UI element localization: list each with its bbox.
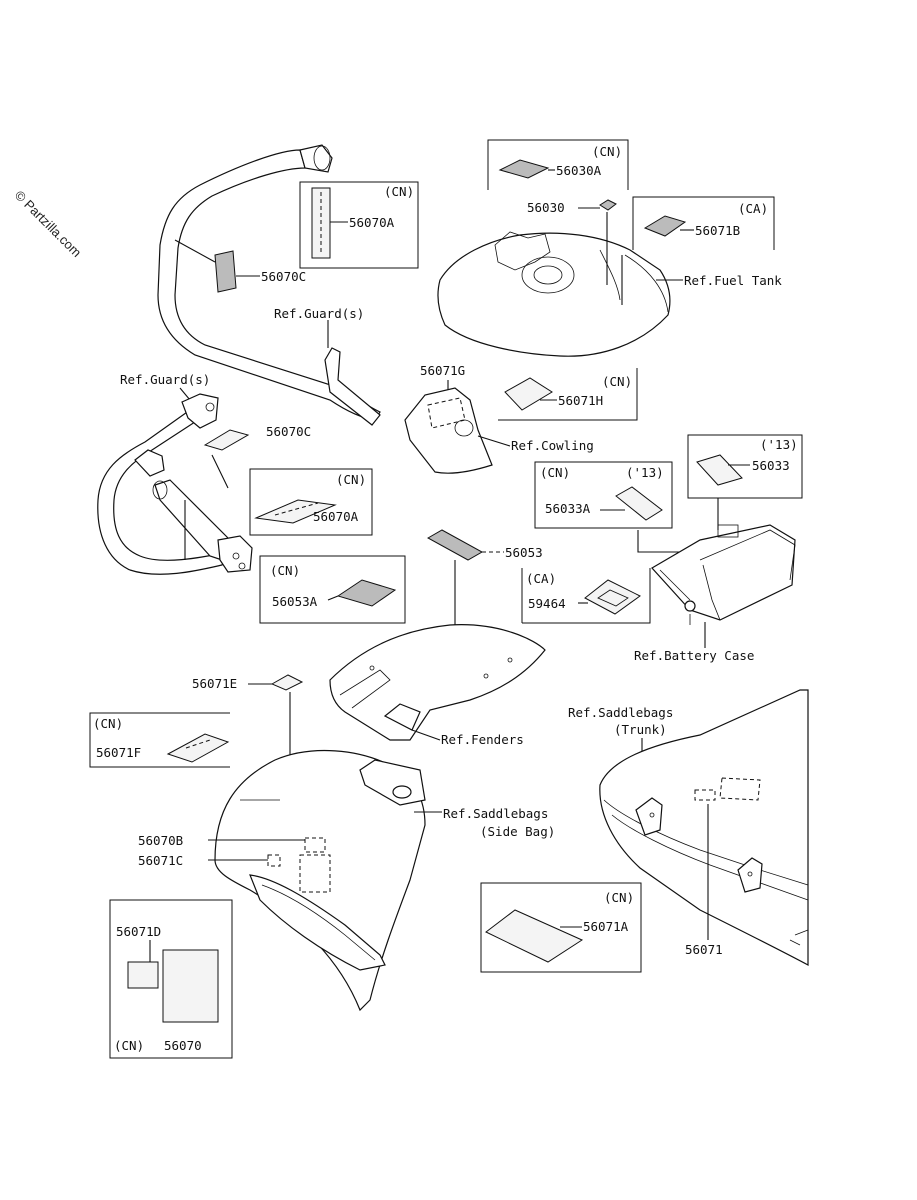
label-56071H: 56071H [558, 393, 603, 408]
lower-guard-group: Ref.Guard(s) 56070C (CN) 56070A (CN) 560… [97, 372, 406, 624]
sticker-56033 [696, 454, 743, 486]
sticker-56070C-mid [203, 429, 250, 451]
tag-cn-56070A-top: (CN) [384, 184, 414, 199]
label-59464: 59464 [528, 596, 566, 611]
sticker-56070 [162, 949, 219, 1023]
label-56071C: 56071C [138, 853, 183, 868]
label-56030A: 56030A [556, 163, 602, 178]
sticker-56071H [504, 377, 553, 411]
box-56071F [89, 712, 230, 768]
label-ref-saddlebags-side-2: (Side Bag) [480, 824, 555, 839]
tag-cn-56030A: (CN) [592, 144, 622, 159]
tag-cn-56071H: (CN) [602, 374, 632, 389]
tag-cn-56071F: (CN) [93, 716, 123, 731]
label-56071: 56071 [685, 942, 723, 957]
fuel-tank-shape [437, 232, 671, 357]
label-56053: 56053 [505, 545, 543, 560]
watermark: © Partzilla.com [12, 188, 85, 261]
box-56071A [480, 882, 642, 973]
box-56071D-56070 [109, 899, 233, 1059]
tag-cn-bottom: (CN) [114, 1038, 144, 1053]
label-ref-saddlebags-trunk-2: (Trunk) [614, 722, 667, 737]
tag-cn-56071A: (CN) [604, 890, 634, 905]
label-ref-saddlebags-trunk-1: Ref.Saddlebags [568, 705, 673, 720]
box-56033A [534, 461, 673, 529]
tag-ca-56071B: (CA) [738, 201, 768, 216]
label-56070C-mid: 56070C [266, 424, 311, 439]
fender-shape [329, 624, 546, 741]
label-56071A: 56071A [583, 919, 629, 934]
box-56053A [259, 555, 406, 624]
cowling-shape [404, 387, 493, 474]
box-56033 [687, 434, 803, 499]
label-56070A-mid: 56070A [313, 509, 359, 524]
tag-13-56033A: ('13) [626, 465, 664, 480]
label-56071D: 56071D [116, 924, 161, 939]
battery-case-shape [651, 524, 796, 621]
label-56071G: 56071G [420, 363, 465, 378]
sticker-56053 [426, 529, 484, 561]
box-59464 [521, 568, 651, 624]
label-56053A: 56053A [272, 594, 318, 609]
sticker-56053A [336, 579, 397, 607]
label-56033A: 56033A [545, 501, 591, 516]
label-56071F: 56071F [96, 745, 141, 760]
label-ref-fuel-tank: Ref.Fuel Tank [684, 273, 782, 288]
label-56070: 56070 [164, 1038, 202, 1053]
sticker-56030A [498, 159, 550, 179]
sticker-56071B [643, 215, 687, 237]
upper-guard-group: (CN) 56070A 56070C Ref.Guard(s) [157, 144, 419, 426]
label-ref-guard-1: Ref.Guard(s) [274, 306, 364, 321]
label-56033: 56033 [752, 458, 790, 473]
sticker-56070C-top [214, 250, 237, 293]
label-ref-fenders: Ref.Fenders [441, 732, 524, 747]
tag-cn-56033A: (CN) [540, 465, 570, 480]
side-saddlebag-group: 56071E (CN) 56071F Ref.Saddlebags (Side … [89, 674, 555, 1012]
box-56070A-mid [249, 468, 373, 536]
label-56070A-top: 56070A [349, 215, 395, 230]
trunk-shape [599, 689, 809, 967]
cowling-group: 56071G Ref.Cowling (CN) 56071H [404, 363, 638, 474]
tag-cn-56053A: (CN) [270, 563, 300, 578]
label-ref-cowling: Ref.Cowling [511, 438, 594, 453]
tag-ca-59464: (CA) [526, 571, 556, 586]
sticker-56071E [270, 674, 304, 691]
bottom-left-cn-group: 56071D (CN) 56070 [109, 899, 233, 1059]
lower-guard-bar [97, 409, 230, 575]
sticker-56071A [485, 909, 584, 963]
box-56030A [487, 139, 629, 190]
box-56071B [632, 196, 775, 250]
trunk-group: Ref.Saddlebags (Trunk) 56071 (CN) 56071A [480, 689, 809, 973]
label-ref-saddlebags-side-1: Ref.Saddlebags [443, 806, 548, 821]
tag-13-56033: ('13) [760, 437, 798, 452]
sticker-56071F [166, 733, 230, 763]
label-56030: 56030 [527, 200, 565, 215]
label-56070B: 56070B [138, 833, 183, 848]
label-56071B: 56071B [695, 223, 740, 238]
fenders-group: 56053 (CA) 59464 Ref.Fenders [329, 529, 651, 747]
box-56071H [498, 368, 638, 421]
battery-case-group: ('13) 56033 (CN) ('13) 56033A Ref.Batter… [534, 434, 803, 663]
label-ref-guard-2: Ref.Guard(s) [120, 372, 210, 387]
tag-cn-56070A-mid: (CN) [336, 472, 366, 487]
sticker-56030 [599, 199, 617, 211]
sticker-56070A-mid [254, 499, 337, 524]
sticker-56071D [127, 961, 159, 989]
sticker-59464 [584, 579, 641, 615]
label-ref-battery-case: Ref.Battery Case [634, 648, 754, 663]
fuel-tank-group: (CN) 56030A 56030 (CA) 56071B Ref.Fuel T… [437, 139, 782, 357]
label-56071E: 56071E [192, 676, 237, 691]
box-56070A-top [299, 181, 419, 269]
sticker-56033A [615, 486, 663, 521]
label-56070C-top: 56070C [261, 269, 306, 284]
